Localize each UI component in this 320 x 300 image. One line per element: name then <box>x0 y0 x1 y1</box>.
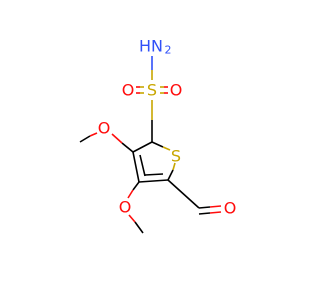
aldehyde-o-label: O <box>224 199 237 218</box>
bond-c5-c4 <box>138 179 169 183</box>
bond-c4-o-lower-a <box>132 181 140 191</box>
methoxy-o-upper-label: O <box>98 119 111 138</box>
bond-c4-c3-double <box>139 154 146 177</box>
bond-c4-c3 <box>132 151 140 183</box>
structure-svg: H N 2 S O O S O O O <box>79 37 237 234</box>
bond-c4-o-lower-b <box>127 189 134 199</box>
bond-s1-c5-a <box>172 162 176 171</box>
molecule-diagram: H N 2 S O O S O O O <box>79 37 237 234</box>
bond-cho-o-d <box>209 211 222 214</box>
bond-c3-o-upper-a <box>121 142 134 153</box>
bond-cho-o-b <box>209 205 222 208</box>
bond-c2-s1-a <box>151 141 164 148</box>
bond-o-upper-ch3-a <box>89 132 98 137</box>
bond-cho-o-a <box>198 206 211 209</box>
nh2-h-label: H <box>139 37 151 56</box>
sulfonyl-o-left-label: O <box>122 81 135 100</box>
nh2-n-label: N <box>151 37 163 56</box>
sulfonyl-o-right-label: O <box>170 81 183 100</box>
bond-s1-c5-b <box>167 169 174 181</box>
bond-c3-o-upper-b <box>111 133 123 144</box>
bond-o-upper-ch3-b <box>79 135 91 143</box>
bond-c5-c4-double <box>144 173 164 176</box>
methoxy-o-lower-label: O <box>119 198 132 217</box>
bond-c3-c2 <box>132 141 153 153</box>
bond-c5-cho <box>167 179 200 209</box>
ring-s-label: S <box>171 147 181 166</box>
bond-c2-s1-b <box>162 146 171 151</box>
nh2-subscript: 2 <box>165 44 172 57</box>
sulfonyl-s-label: S <box>147 81 157 100</box>
bond-o-lower-ch3-a <box>128 214 136 223</box>
bond-cho-o-c <box>198 212 211 215</box>
bond-o-lower-ch3-b <box>134 221 144 234</box>
